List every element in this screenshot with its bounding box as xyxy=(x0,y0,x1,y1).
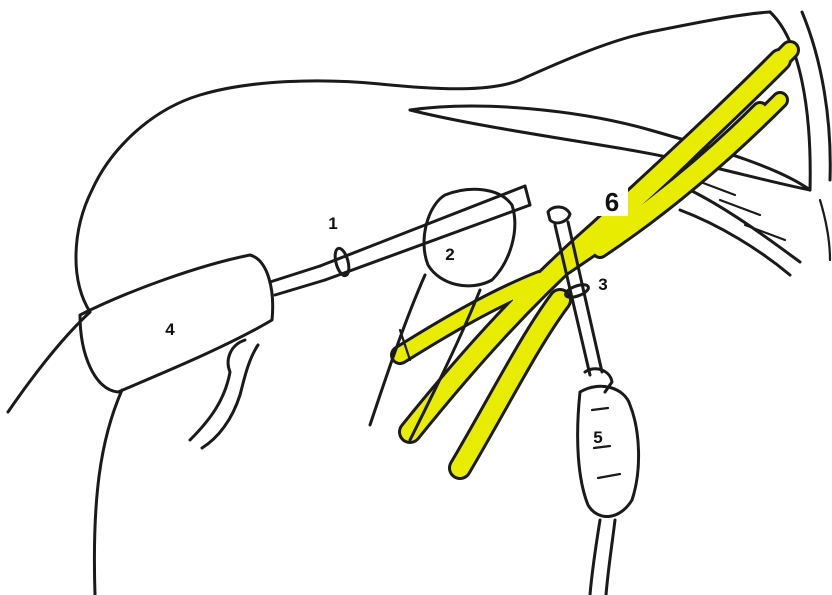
nerve-plexus xyxy=(400,50,790,468)
label-4: 4 xyxy=(165,320,175,339)
label-2: 2 xyxy=(445,245,454,264)
stimulator-handle xyxy=(578,386,639,595)
label-3: 3 xyxy=(598,275,607,294)
label-6: 6 xyxy=(605,187,619,217)
label-5: 5 xyxy=(593,428,602,447)
shoulder-outline xyxy=(8,12,770,595)
label-1: 1 xyxy=(328,214,337,233)
ultrasound-probe xyxy=(80,255,325,448)
label-6-box: 6 xyxy=(596,186,628,217)
